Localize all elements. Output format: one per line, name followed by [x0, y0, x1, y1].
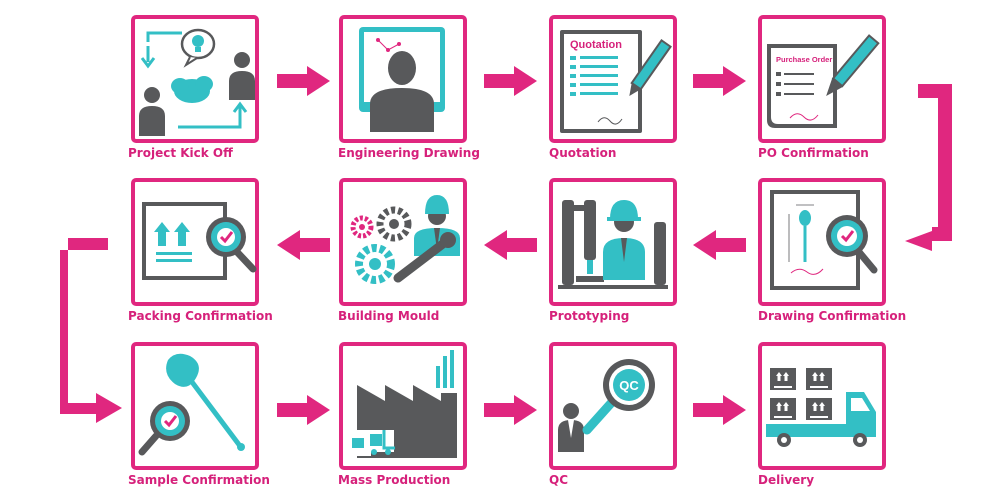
step-engineering-drawing: [339, 15, 467, 143]
prototyping-worker-icon: [558, 200, 668, 289]
arrow-right-2: [484, 66, 537, 96]
label-delivery: Delivery: [758, 473, 814, 487]
arrow-right-5: [484, 395, 537, 425]
engineer-monitor-icon: [359, 27, 445, 132]
check-magnifier-icon: [206, 217, 257, 273]
step-prototyping: [549, 178, 677, 306]
label-mass-production: Mass Production: [338, 473, 450, 487]
label-prototyping: Prototyping: [549, 309, 629, 323]
arrow-right-3: [693, 66, 746, 96]
kickoff-meeting-icon: [139, 28, 255, 136]
purchase-order-icon: Purchase Order: [767, 34, 880, 128]
label-sample-confirmation: Sample Confirmation: [128, 473, 270, 487]
step-mass-production: [339, 342, 467, 470]
step-frame: [131, 15, 259, 143]
step-delivery: [758, 342, 886, 470]
arrow-right-6: [693, 395, 746, 425]
label-building-mould: Building Mould: [338, 309, 439, 323]
gears-wrench-icon: [350, 195, 460, 284]
drawing-check-icon: [770, 190, 878, 290]
quotation-doc-title: Quotation: [570, 39, 622, 51]
qc-badge-text: QC: [619, 378, 639, 393]
label-project-kick-off: Project Kick Off: [128, 146, 233, 160]
step-packing-confirmation: [131, 178, 259, 306]
check-magnifier-icon: [826, 215, 878, 274]
step-quotation: Quotation: [549, 15, 677, 143]
step-qc: QC: [549, 342, 677, 470]
label-engineering-drawing: Engineering Drawing: [338, 146, 480, 160]
label-packing-confirmation: Packing Confirmation: [128, 309, 273, 323]
factory-forklift-icon: [347, 350, 457, 458]
arrow-right-1: [277, 66, 330, 96]
arrow-left-3: [277, 230, 330, 260]
label-po-confirmation: PO Confirmation: [758, 146, 869, 160]
quotation-document-icon: Quotation: [560, 30, 672, 133]
pen-icon: [629, 38, 672, 96]
step-drawing-confirmation: [758, 178, 886, 306]
fountain-pen-icon: [826, 34, 880, 97]
arrow-left-2: [484, 230, 537, 260]
check-magnifier-icon: [138, 401, 190, 456]
step-po-confirmation: Purchase Order: [758, 15, 886, 143]
flow-arrows: [60, 66, 952, 425]
arrow-left-1: [693, 230, 746, 260]
step-sample-confirmation: [131, 342, 259, 470]
step-project-kick-off: [131, 15, 259, 143]
step-building-mould: [339, 178, 467, 306]
label-quotation: Quotation: [549, 146, 616, 160]
label-qc: QC: [549, 473, 568, 487]
sample-spatula-icon: [138, 353, 245, 456]
arrow-turn-down: [905, 84, 952, 251]
arrow-turn-right: [60, 238, 122, 423]
step-labels: Project Kick Off Engineering Drawing Quo…: [128, 146, 906, 487]
label-drawing-confirmation: Drawing Confirmation: [758, 309, 906, 323]
packing-check-icon: [142, 202, 257, 280]
qc-magnifier-icon: QC: [558, 359, 655, 452]
delivery-truck-icon: [766, 368, 876, 447]
po-doc-title: Purchase Order: [776, 55, 832, 64]
arrow-right-4: [277, 395, 330, 425]
